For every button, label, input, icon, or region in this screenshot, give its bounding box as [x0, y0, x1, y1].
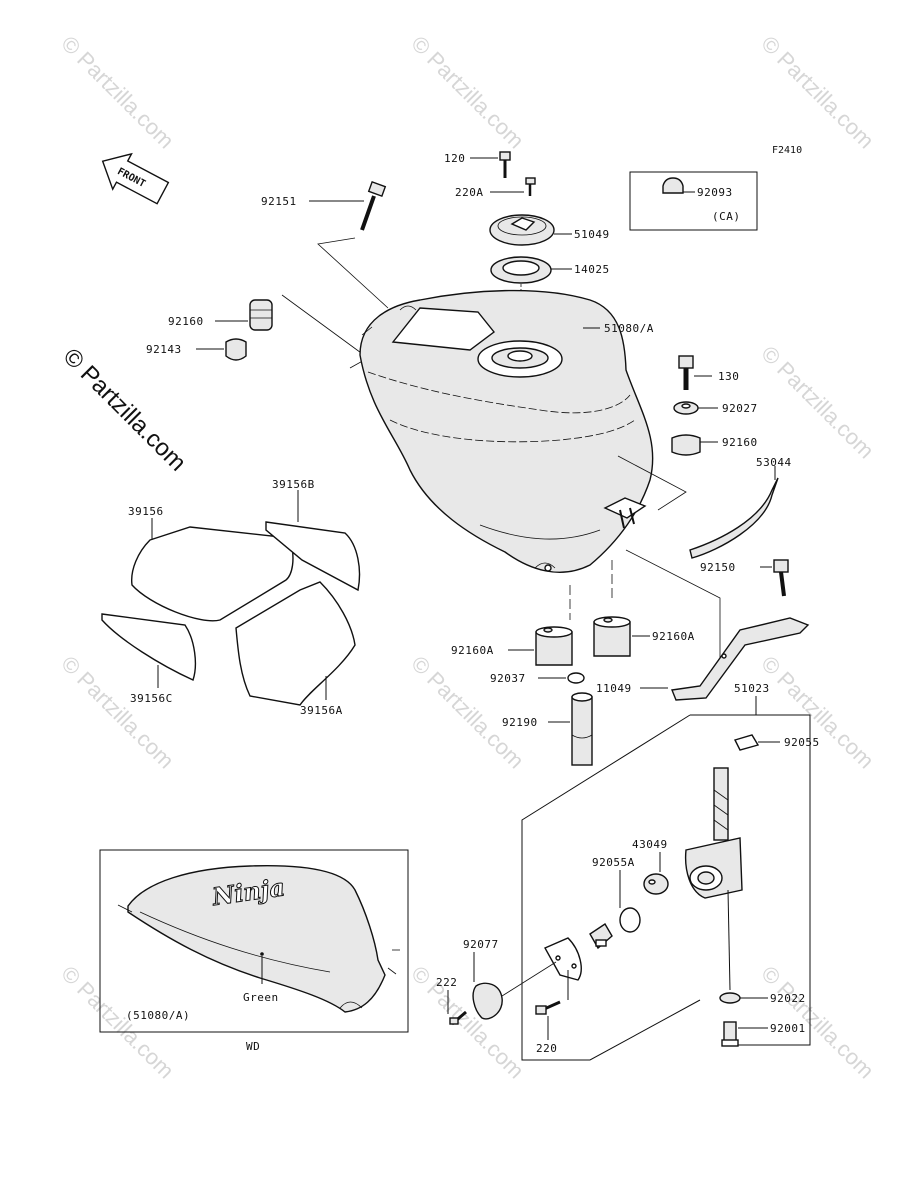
filter-43049 [713, 767, 729, 841]
label-53044: 53044 [756, 456, 792, 469]
right-mounting-parts: 130 92027 92160 53044 [617, 355, 792, 559]
pad-39156a [235, 581, 356, 706]
front-arrow: FRONT [101, 152, 170, 205]
pad-39156b [265, 521, 361, 592]
lower-mounts: 92160A 92160A 92037 92190 [451, 560, 695, 766]
label-92151: 92151 [261, 195, 297, 208]
inset-color-note: Green [243, 991, 279, 1004]
label-92160a-right: 92160A [652, 630, 695, 643]
label-92055: 92055 [784, 736, 820, 749]
hose-92190 [571, 696, 593, 766]
fuel-tank-51080a: 51080/A [359, 289, 654, 573]
bolt-92150 [773, 559, 789, 573]
label-220a: 220A [455, 186, 484, 199]
bracket-assembly: 92150 11049 [596, 549, 810, 701]
watermark: © Partzilla.com [56, 961, 179, 1084]
damper-92160-left [249, 299, 273, 331]
label-92027: 92027 [722, 402, 758, 415]
label-39156c: 39156C [130, 692, 173, 705]
label-92077: 92077 [463, 938, 499, 951]
lever-92077 [472, 982, 503, 1020]
label-120: 120 [444, 152, 465, 165]
label-43049: 43049 [632, 838, 668, 851]
collar-92143 [225, 338, 247, 361]
screw-222 [449, 1017, 459, 1025]
left-mounting-parts: 92151 92160 92143 [146, 181, 389, 369]
bracket-11049 [671, 617, 810, 701]
diagram-code: F2410 [772, 145, 802, 156]
bolt-92151 [367, 181, 387, 197]
clamp-92037 [567, 672, 585, 684]
strip-53044 [689, 477, 779, 559]
label-130: 130 [718, 370, 739, 383]
bolt-92001 [723, 1021, 737, 1043]
bolt-120 [499, 151, 511, 161]
label-92160-left: 92160 [168, 315, 204, 328]
label-51049: 51049 [574, 228, 610, 241]
label-220: 220 [536, 1042, 557, 1055]
fuel-cap-assembly: 120 220A 51049 14025 [444, 151, 610, 350]
inset-tank [127, 865, 386, 1013]
label-92143: 92143 [146, 343, 182, 356]
bolt-220a [525, 177, 536, 185]
watermark: © Partzilla.com [56, 31, 179, 154]
washer-92022 [719, 992, 741, 1004]
label-92037: 92037 [490, 672, 526, 685]
gasket-92055 [733, 734, 760, 751]
tank-pads: 39156 39156B 39156C 39156A [101, 478, 361, 717]
diaphragm [643, 873, 669, 895]
watermark: © Partzilla.com [406, 961, 529, 1084]
tank-window [391, 307, 495, 351]
fuel-cock-assembly-51023: 51023 92055 43049 92055A 92077 [436, 682, 820, 1061]
label-92093: 92093 [697, 186, 733, 199]
label-51080a: 51080/A [604, 322, 654, 335]
label-92160-right: 92160 [722, 436, 758, 449]
label-14025: 14025 [574, 263, 610, 276]
inset-model-code: WD [246, 1040, 260, 1053]
watermark: © Partzilla.com [756, 31, 879, 154]
label-92055a: 92055A [592, 856, 635, 869]
o-ring-92055a [619, 907, 641, 933]
fuel-cap-51049 [489, 214, 555, 246]
inset-wd: Ninja Green (51080/A) WD [99, 849, 409, 1053]
label-ca: (CA) [712, 210, 741, 223]
watermark: © Partzilla.com [406, 31, 529, 154]
damper-92160-right [671, 434, 701, 456]
label-92160a-left: 92160A [451, 644, 494, 657]
label-51023: 51023 [734, 682, 770, 695]
cap-nut-92093 [662, 177, 684, 194]
inset-frame [99, 849, 409, 1033]
pad-39156c [101, 613, 197, 681]
ca-variant-box: 92093 (CA) [629, 171, 758, 231]
label-92022: 92022 [770, 992, 806, 1005]
watermark: © Partzilla.com [56, 651, 179, 774]
inset-tank-ref: (51080/A) [126, 1009, 190, 1022]
screw-220 [535, 1005, 547, 1015]
label-11049: 11049 [596, 682, 632, 695]
watermark: © Partzilla.com [756, 341, 879, 464]
pad-39156 [131, 526, 294, 622]
watermark-main: © Partzilla.com [58, 343, 191, 476]
label-39156: 39156 [128, 505, 164, 518]
plate-cover [544, 937, 582, 981]
label-92150: 92150 [700, 561, 736, 574]
label-92001: 92001 [770, 1022, 806, 1035]
label-39156a: 39156A [300, 704, 343, 717]
watermark: © Partzilla.com [406, 651, 529, 774]
label-92190: 92190 [502, 716, 538, 729]
watermark: © Partzilla.com [756, 651, 879, 774]
bolt-130 [678, 355, 694, 369]
label-39156b: 39156B [272, 478, 315, 491]
label-222: 222 [436, 976, 457, 989]
